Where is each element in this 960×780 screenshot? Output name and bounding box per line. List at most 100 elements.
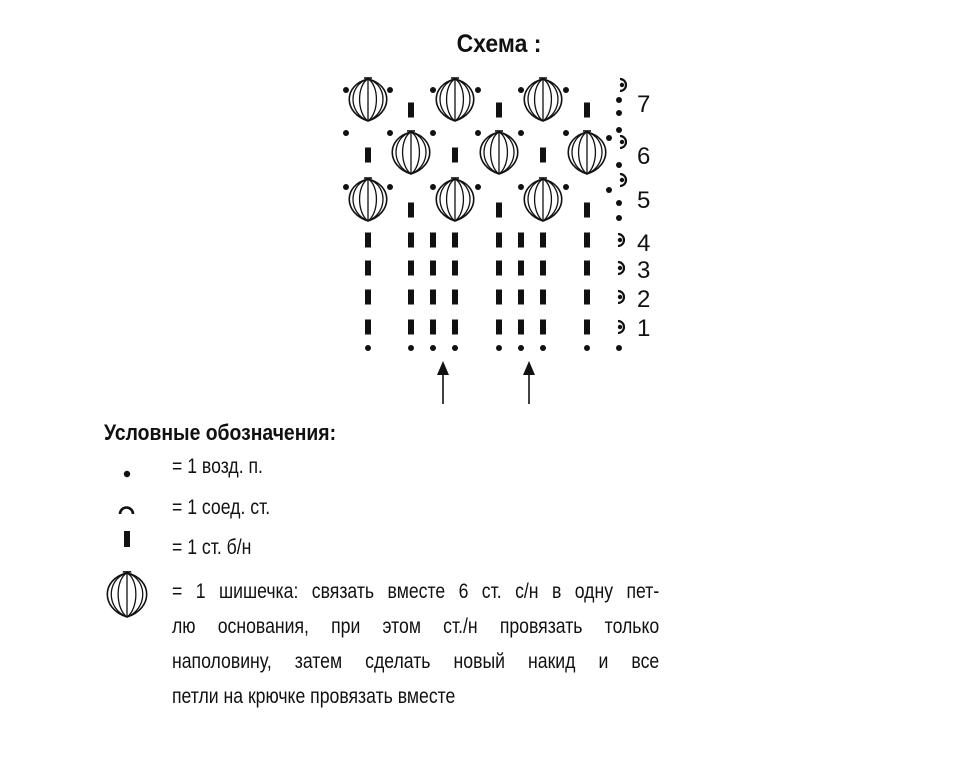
chain-stitch xyxy=(563,130,569,136)
chain-stitch xyxy=(343,130,349,136)
single-crochet xyxy=(408,260,414,276)
chain-stitch xyxy=(616,345,622,351)
single-crochet xyxy=(540,319,546,335)
single-crochet xyxy=(408,319,414,335)
chain-stitch xyxy=(387,130,393,136)
chart-title: Схема : xyxy=(456,30,542,58)
chain-stitch xyxy=(617,324,623,330)
bobble-stitch xyxy=(435,77,475,122)
chain-stitch xyxy=(387,87,393,93)
single-crochet xyxy=(365,319,371,335)
bobble-stitch xyxy=(391,130,431,175)
single-crochet xyxy=(584,102,590,118)
chain-stitch xyxy=(616,97,622,103)
chain-stitch xyxy=(617,294,623,300)
chain-stitch xyxy=(563,184,569,190)
legend-chain-text: = 1 возд. п. xyxy=(172,455,263,478)
legend-sc-text: = 1 ст. б/н xyxy=(172,536,252,559)
single-crochet xyxy=(496,319,502,335)
bobble-stitch xyxy=(106,571,148,618)
single-crochet-symbol xyxy=(124,531,130,547)
single-crochet xyxy=(496,102,502,118)
chain-stitch xyxy=(475,87,481,93)
single-crochet xyxy=(452,147,458,163)
single-crochet xyxy=(430,319,436,335)
single-crochet xyxy=(365,147,371,163)
slip-stitch xyxy=(617,289,626,305)
single-crochet xyxy=(496,260,502,276)
chain-stitch xyxy=(365,345,371,351)
chain-stitch xyxy=(387,184,393,190)
single-crochet xyxy=(496,289,502,305)
chain-stitch xyxy=(616,110,622,116)
legend-bobble-text: = 1 шишечка: связать вместе 6 ст. с/н в … xyxy=(172,574,659,714)
single-crochet xyxy=(452,260,458,276)
chain-stitch xyxy=(518,184,524,190)
single-crochet xyxy=(408,232,414,248)
row-number: 3 xyxy=(637,257,650,284)
single-crochet xyxy=(452,289,458,305)
chain-stitch xyxy=(617,237,623,243)
chain-stitch xyxy=(619,177,625,183)
legend-bobble-line: = 1 шишечка: связать вместе 6 ст. с/н в … xyxy=(172,580,660,603)
row-number: 6 xyxy=(637,143,650,170)
single-crochet xyxy=(584,289,590,305)
repeat-arrow-head xyxy=(523,361,535,375)
chain-stitch xyxy=(430,130,436,136)
single-crochet xyxy=(430,289,436,305)
slip-stitch xyxy=(619,172,628,188)
slip-stitch xyxy=(617,260,626,276)
bobble-stitch xyxy=(348,177,388,222)
bobble-stitch xyxy=(567,130,607,175)
chain-stitch xyxy=(408,345,414,351)
chain-stitch xyxy=(616,127,622,133)
single-crochet xyxy=(365,260,371,276)
single-crochet xyxy=(584,260,590,276)
bobble-stitch xyxy=(523,177,563,222)
single-crochet xyxy=(496,202,502,218)
chain-stitch xyxy=(619,82,625,88)
single-crochet xyxy=(584,202,590,218)
legend-bobble-line: петли на крючке провязать вместе xyxy=(172,685,456,708)
row-number: 1 xyxy=(637,315,650,342)
bobble-stitch xyxy=(479,130,519,175)
slip-stitch xyxy=(619,77,628,93)
single-crochet xyxy=(430,232,436,248)
single-crochet xyxy=(518,232,524,248)
slip-stitch xyxy=(617,232,626,248)
single-crochet xyxy=(430,260,436,276)
legend-heading: Условные обозначения: xyxy=(104,420,337,445)
repeat-arrow-head xyxy=(437,361,449,375)
chain-stitch xyxy=(430,87,436,93)
chain-stitch xyxy=(475,130,481,136)
bobble-stitch xyxy=(523,77,563,122)
chain-stitch xyxy=(606,187,612,193)
single-crochet xyxy=(540,232,546,248)
chain-stitch xyxy=(619,139,625,145)
single-crochet xyxy=(518,289,524,305)
chain-stitch xyxy=(452,345,458,351)
single-crochet xyxy=(540,147,546,163)
chain-stitch xyxy=(606,135,612,141)
single-crochet xyxy=(518,319,524,335)
chain-stitch xyxy=(518,130,524,136)
row-number: 7 xyxy=(637,91,650,118)
chain-stitch xyxy=(584,345,590,351)
row-number: 4 xyxy=(637,230,650,257)
single-crochet xyxy=(365,232,371,248)
single-crochet xyxy=(408,102,414,118)
chain-stitch xyxy=(617,265,623,271)
single-crochet xyxy=(496,232,502,248)
single-crochet xyxy=(584,319,590,335)
chain-stitch xyxy=(343,87,349,93)
chain-stitch xyxy=(616,162,622,168)
chain-stitch xyxy=(430,184,436,190)
legend-bobble-line: наполовину, затем сделать новый накид и … xyxy=(172,650,660,673)
chain-stitch xyxy=(518,345,524,351)
single-crochet xyxy=(518,260,524,276)
single-crochet xyxy=(452,232,458,248)
slip-stitch xyxy=(617,319,626,335)
chain-stitch xyxy=(563,87,569,93)
